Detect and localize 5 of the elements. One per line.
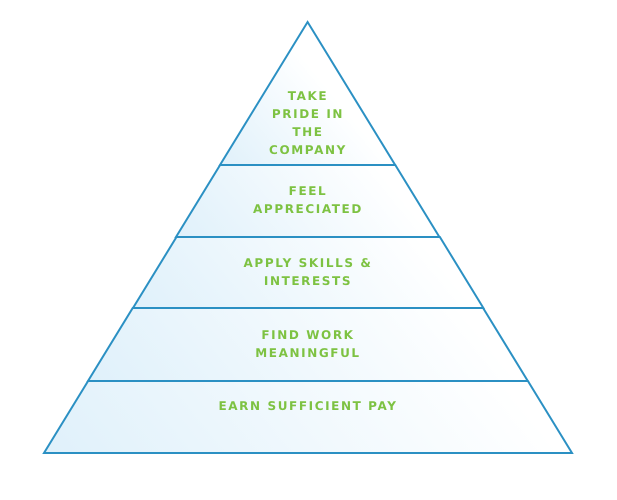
- tier-label: FIND WORK MEANINGFUL: [254, 327, 362, 362]
- tier-label: TAKE PRIDE IN THE COMPANY: [268, 88, 348, 159]
- tier-label: EARN SUFFICIENT PAY: [218, 398, 398, 415]
- tier-label: APPLY SKILLS & INTERESTS: [242, 255, 374, 290]
- tier-label: FEEL APPRECIATED: [252, 183, 364, 218]
